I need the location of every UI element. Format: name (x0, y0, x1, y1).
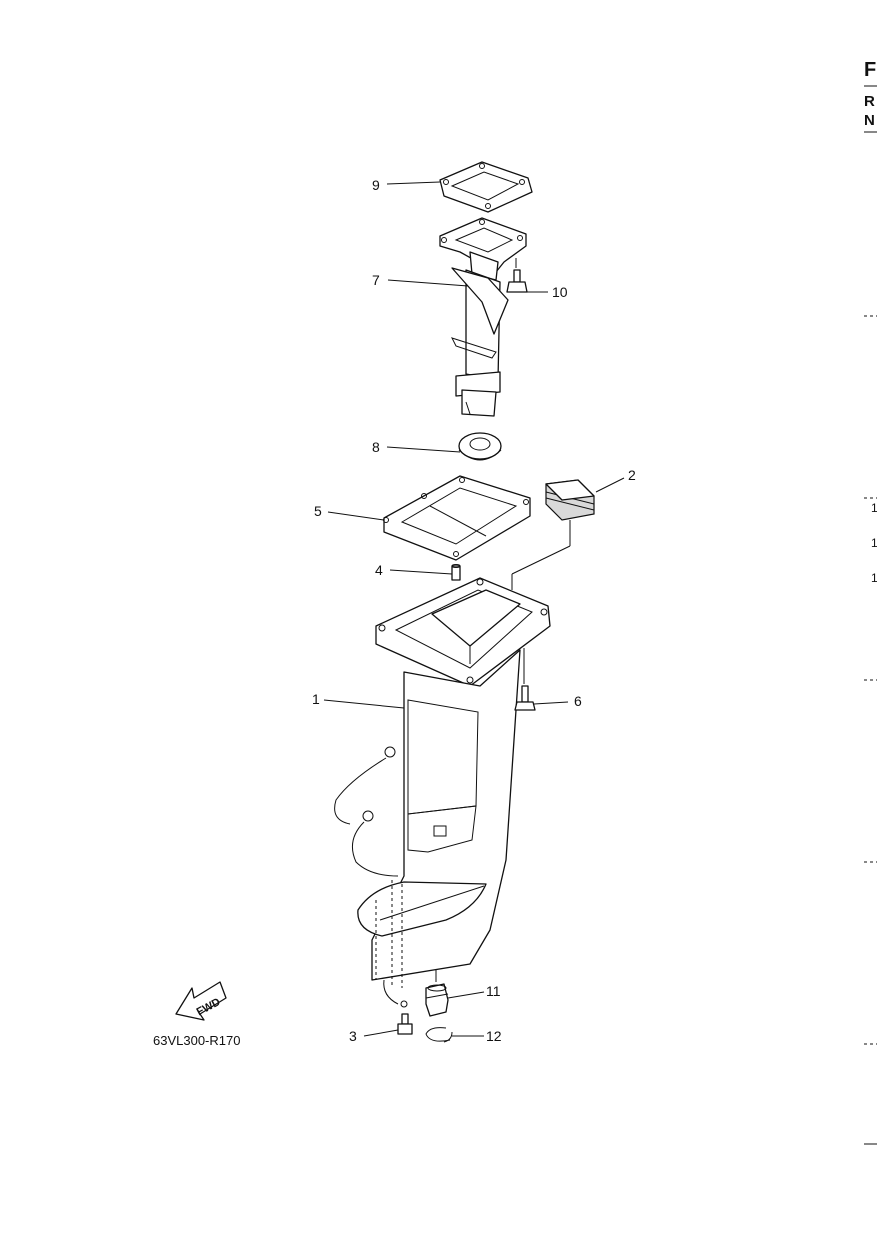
callout-5: 5 (314, 503, 322, 519)
margin-row-r: R (864, 93, 875, 110)
fwd-arrow-icon: FWD (175, 981, 227, 1021)
part-12-clip (425, 1027, 453, 1043)
part-9-gasket (439, 161, 533, 213)
callout-4: 4 (375, 562, 383, 578)
margin-row-n: N (864, 112, 875, 129)
leader-lines (323, 181, 625, 1037)
callout-12: 12 (486, 1028, 502, 1044)
part-5-gasket (383, 475, 531, 561)
callout-11: 11 (486, 983, 501, 999)
callout-3: 3 (349, 1028, 357, 1044)
part-6-bolt (514, 648, 536, 711)
margin-qty-1: 1 (871, 501, 877, 515)
part-7-exhaust-guide (439, 217, 527, 417)
part-11-nut (425, 970, 449, 1017)
margin-qty-3: 1 (871, 571, 877, 585)
right-margin-table: F R N 1 1 1 (864, 59, 877, 1145)
part-10-bolt (506, 258, 528, 293)
ground-wire (334, 746, 408, 1008)
callout-6: 6 (574, 693, 582, 709)
callout-9: 9 (372, 177, 380, 193)
drawing-code: 63VL300-R170 (153, 1033, 240, 1048)
part-8-seal (458, 432, 502, 461)
callout-2: 2 (628, 467, 636, 483)
margin-header-letter: F (864, 59, 876, 81)
callout-7: 7 (372, 272, 380, 288)
part-4-dowel (451, 564, 461, 581)
callout-10: 10 (552, 284, 568, 300)
callout-8: 8 (372, 439, 380, 455)
part-2-rubber (545, 479, 595, 521)
part-1-upper-casing (357, 577, 551, 988)
margin-qty-2: 1 (871, 536, 877, 550)
callout-1: 1 (312, 691, 320, 707)
part-3-screw (397, 1013, 413, 1035)
callouts: 9 7 10 8 2 5 4 1 6 11 3 12 (312, 177, 636, 1044)
